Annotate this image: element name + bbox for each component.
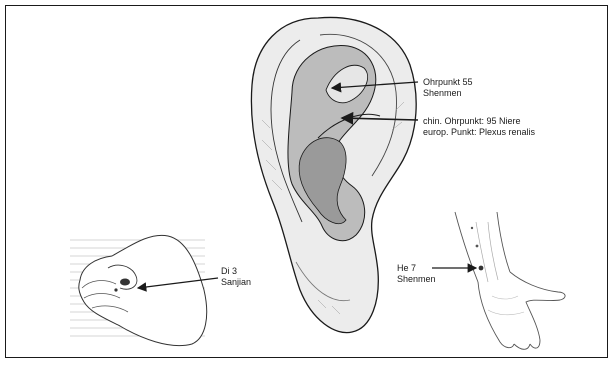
palm-lines — [488, 296, 524, 315]
ear-drawing — [251, 17, 416, 332]
label-niere-line2: europ. Punkt: Plexus renalis — [423, 127, 535, 138]
label-he7-line2: Shenmen — [397, 274, 436, 285]
fist-outline — [79, 235, 207, 345]
fist-drawing — [70, 235, 207, 345]
label-ohrpunkt-55-line1: Ohrpunkt 55 — [423, 77, 473, 88]
wrist-drawing — [455, 212, 565, 349]
wrist-tendons — [476, 222, 498, 282]
label-he7: He 7 Shenmen — [397, 263, 436, 285]
he7-point-marker — [479, 266, 484, 271]
label-di3-line2: Sanjian — [221, 277, 251, 288]
label-di3: Di 3 Sanjian — [221, 266, 251, 288]
hand-outline — [478, 272, 565, 349]
label-di3-line1: Di 3 — [221, 266, 251, 277]
label-he7-line1: He 7 — [397, 263, 436, 274]
forearm-outline — [455, 212, 510, 282]
label-niere-line1: chin. Ohrpunkt: 95 Niere — [423, 116, 535, 127]
label-ohrpunkt-55: Ohrpunkt 55 Shenmen — [423, 77, 473, 99]
di3-point-marker — [120, 279, 130, 286]
label-ohrpunkt-55-line2: Shenmen — [423, 88, 473, 99]
label-niere-95: chin. Ohrpunkt: 95 Niere europ. Punkt: P… — [423, 116, 535, 138]
